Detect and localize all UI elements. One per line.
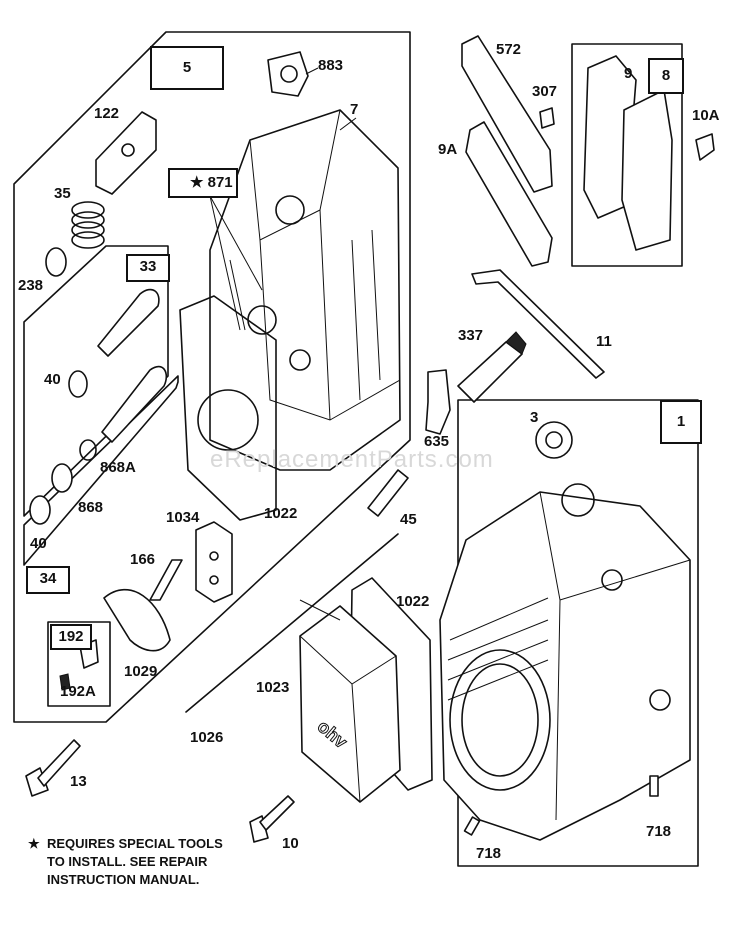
leader-lines	[209, 67, 357, 621]
part-label-1029: 1029	[124, 663, 158, 680]
box-label-8: 8	[648, 58, 684, 94]
part-718-pin-right	[649, 775, 659, 797]
part-label-718-left: 718	[476, 845, 502, 862]
kit-8-outline	[571, 43, 683, 267]
part-9A-gasket	[465, 121, 553, 267]
part-label-10: 10	[282, 835, 299, 852]
part-label-40-lower: 40	[30, 535, 47, 552]
part-40-valve-lower	[29, 365, 168, 525]
part-label-1026: 1026	[190, 729, 224, 746]
part-label-122: 122	[94, 105, 120, 122]
watermark: eReplacementParts.com	[210, 446, 494, 473]
box-label-871: ★ 871	[168, 168, 238, 198]
part-238-retainer	[45, 247, 67, 277]
part-45-tube	[367, 469, 409, 517]
part-1-cylinder-block	[439, 483, 691, 841]
part-label-883: 883	[318, 57, 344, 74]
part-337-spark-plug	[457, 331, 527, 403]
part-label-10A: 10A	[692, 107, 720, 124]
part-label-166: 166	[130, 551, 156, 568]
part-307-screw	[539, 107, 555, 129]
part-label-1034: 1034	[166, 509, 200, 526]
part-label-572: 572	[496, 41, 522, 58]
kit-33-outline	[23, 245, 169, 517]
kit-192-outline	[47, 621, 111, 707]
note-line-1: REQUIRES SPECIAL TOOLS	[47, 836, 223, 851]
part-10-bolt	[249, 795, 295, 843]
part-label-192A: 192A	[60, 683, 96, 700]
part-label-337: 337	[458, 327, 484, 344]
part-718-pin-left	[463, 816, 481, 836]
part-1022-head-gasket	[179, 295, 277, 521]
part-label-45: 45	[400, 511, 417, 528]
box-label-5: 5	[150, 46, 224, 90]
part-1034-plate	[195, 521, 233, 603]
part-868-seal	[51, 463, 73, 493]
part-label-238: 238	[18, 277, 44, 294]
note-line-3: INSTRUCTION MANUAL.	[47, 872, 200, 887]
part-label-718-right: 718	[646, 823, 672, 840]
part-label-868: 868	[78, 499, 104, 516]
part-40-valve-upper	[68, 288, 160, 398]
kit-34-outline	[23, 375, 179, 566]
part-1029-rocker	[103, 588, 171, 652]
part-10A-bolt	[695, 133, 715, 161]
part-label-11: 11	[596, 333, 612, 350]
part-122-plate	[95, 111, 157, 195]
part-label-9: 9	[624, 65, 633, 82]
part-label-868A: 868A	[100, 459, 136, 476]
part-label-307: 307	[532, 83, 558, 100]
part-label-13: 13	[70, 773, 87, 790]
part-883-gasket	[267, 51, 309, 97]
part-1023-valve-cover: ohv	[299, 605, 401, 803]
part-35-spring	[71, 201, 105, 249]
part-label-40-upper: 40	[44, 371, 61, 388]
part-868A-ring	[79, 439, 97, 461]
part-1026-push-rod	[185, 533, 399, 713]
part-572-gasket	[461, 35, 553, 193]
star-marker: ★	[190, 174, 204, 191]
part-label-1022-upper: 1022	[264, 505, 298, 522]
part-166-stud	[149, 559, 183, 601]
part-label-1023: 1023	[256, 679, 290, 696]
note-star-icon: ★	[28, 836, 40, 851]
part-7-cylinder-head	[209, 109, 401, 471]
part-label-35: 35	[54, 185, 71, 202]
part-label-1022-lower: 1022	[396, 593, 430, 610]
kit-5-outline	[13, 31, 411, 723]
part-label-3: 3	[530, 409, 539, 426]
part-label-9A: 9A	[438, 141, 458, 158]
part-635-elbow	[425, 369, 451, 435]
box-label-1: 1	[660, 400, 702, 444]
part-11-tube	[471, 269, 605, 379]
part-3-seal	[535, 421, 573, 459]
part-13-bolt	[25, 739, 81, 797]
note-line-2: TO INSTALL. SEE REPAIR	[47, 854, 208, 869]
part-label-7: 7	[350, 101, 359, 118]
part-label-871: 871	[207, 174, 233, 191]
box-label-192: 192	[50, 624, 92, 650]
part-label-635: 635	[424, 433, 450, 450]
box-label-33: 33	[126, 254, 170, 282]
box-label-34: 34	[26, 566, 70, 594]
